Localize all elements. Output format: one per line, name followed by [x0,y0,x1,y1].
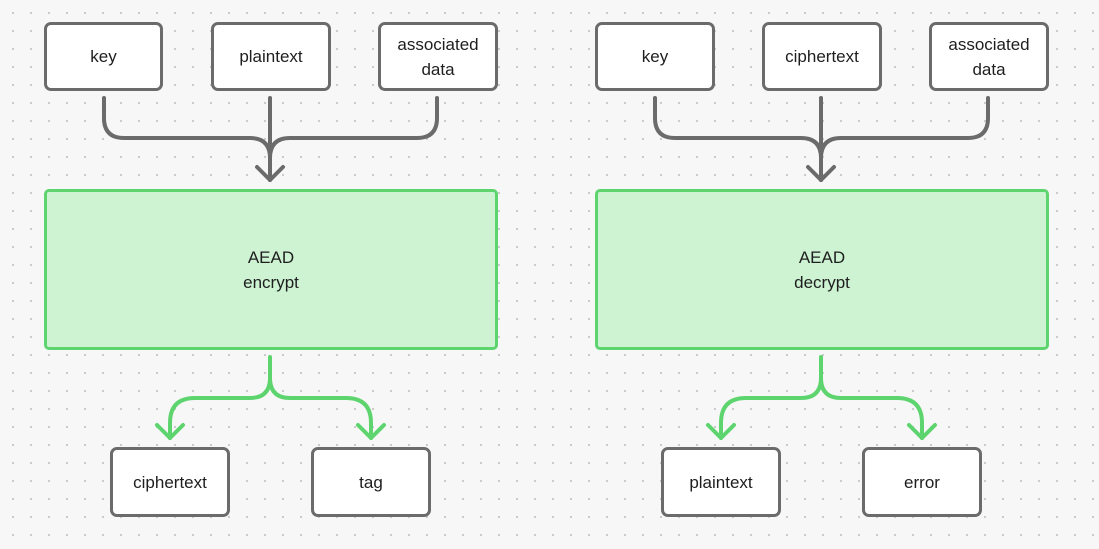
encrypt-tag-node: tag [311,447,431,517]
decrypt-associated-data-label: associated data [948,34,1030,79]
decrypt-ciphertext-node: ciphertext [762,22,882,91]
decrypt-ciphertext-label: ciphertext [785,47,859,66]
decrypt-key-label: key [641,47,669,66]
encrypt-key-label: key [90,47,117,66]
decrypt-output-split-arrow [706,355,937,440]
encrypt-associated-data-node: associated data [378,22,498,91]
encrypt-tag-label: tag [359,472,383,492]
aead-decrypt-label: AEAD decrypt [794,247,850,292]
decrypt-error-label: error [904,472,940,492]
aead-decrypt-box: AEAD decrypt [595,189,1049,350]
decrypt-key-node: key [595,22,715,91]
decrypt-error-node: error [862,447,982,517]
encrypt-associated-data-label: associated data [397,34,479,79]
encrypt-plaintext-label: plaintext [239,47,303,66]
aead-encrypt-box: AEAD encrypt [44,189,498,350]
decrypt-plaintext-label: plaintext [689,472,753,492]
decrypt-plaintext-node: plaintext [661,447,781,517]
encrypt-ciphertext-node: ciphertext [110,447,230,517]
encrypt-output-split-arrow [155,355,386,440]
encrypt-ciphertext-label: ciphertext [133,472,207,492]
encrypt-key-node: key [44,22,163,91]
encrypt-plaintext-node: plaintext [211,22,331,91]
decrypt-input-merge-arrow [653,96,990,182]
encrypt-input-merge-arrow [102,96,439,182]
aead-encrypt-label: AEAD encrypt [243,247,299,292]
decrypt-associated-data-node: associated data [929,22,1049,91]
